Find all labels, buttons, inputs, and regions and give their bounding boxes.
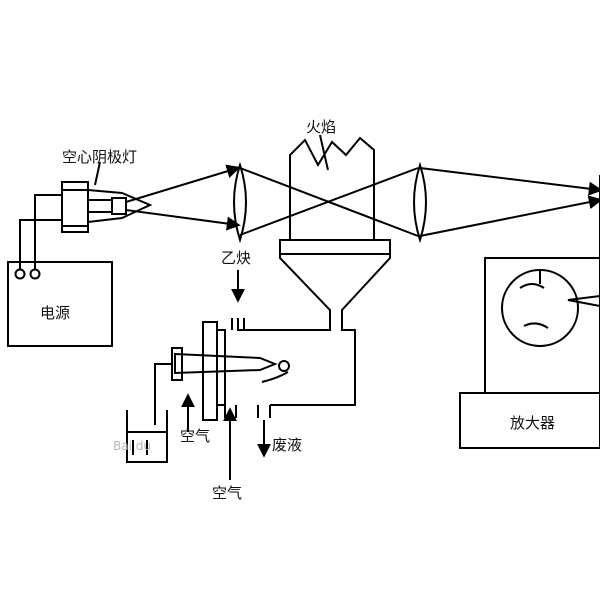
- waste-liquid-label: 废液: [272, 436, 302, 454]
- power-terminal-right: [29, 268, 41, 280]
- beam-upper-in: [125, 164, 241, 203]
- waste-pipe: [257, 405, 271, 418]
- lamp-wire-2: [34, 194, 62, 269]
- mixing-chamber-funnel: [237, 254, 391, 406]
- air-inlet-pipe: [224, 405, 237, 418]
- amplifier-box: [459, 392, 600, 449]
- power-terminal-left: [14, 268, 26, 280]
- acetylene-inlet: [231, 318, 245, 330]
- dynode-1: [519, 283, 545, 289]
- amplifier-label: 放大器: [510, 414, 555, 432]
- spray-deflector: [261, 371, 289, 383]
- sample-capillary: [154, 363, 172, 425]
- lens-right: [413, 161, 427, 244]
- dynode-2: [523, 322, 549, 329]
- hollow-cathode-lamp: [61, 181, 153, 233]
- burner-head: [279, 239, 391, 255]
- flame: [289, 136, 375, 240]
- acetylene-label: 乙炔: [221, 249, 251, 267]
- lamp-wire-1: [19, 219, 62, 269]
- photocathode-beam: [567, 295, 600, 307]
- beam-cross-b: [239, 167, 419, 236]
- lamp-label-leader: [94, 161, 101, 186]
- nebulizer-clamp: [171, 347, 183, 381]
- beam-lower-out: [419, 195, 600, 237]
- air-label-bottom: 空气: [212, 484, 242, 502]
- flame-label: 火焰: [306, 118, 336, 136]
- beam-upper-out: [419, 167, 600, 196]
- power-supply-label: 电源: [40, 304, 70, 322]
- watermark: Bai du: [113, 439, 151, 453]
- lamp-label: 空心阴极灯: [62, 148, 137, 166]
- sample-beaker: [126, 410, 168, 463]
- nebulizer-needle: [174, 352, 278, 375]
- power-supply-box: [7, 261, 113, 347]
- air-label-left: 空气: [180, 427, 210, 445]
- beam-lower-in: [125, 209, 241, 231]
- impact-bead: [278, 360, 290, 372]
- nebulizer-housing: [217, 329, 226, 406]
- lens-left: [233, 161, 247, 244]
- flame-label-leader: [319, 134, 329, 171]
